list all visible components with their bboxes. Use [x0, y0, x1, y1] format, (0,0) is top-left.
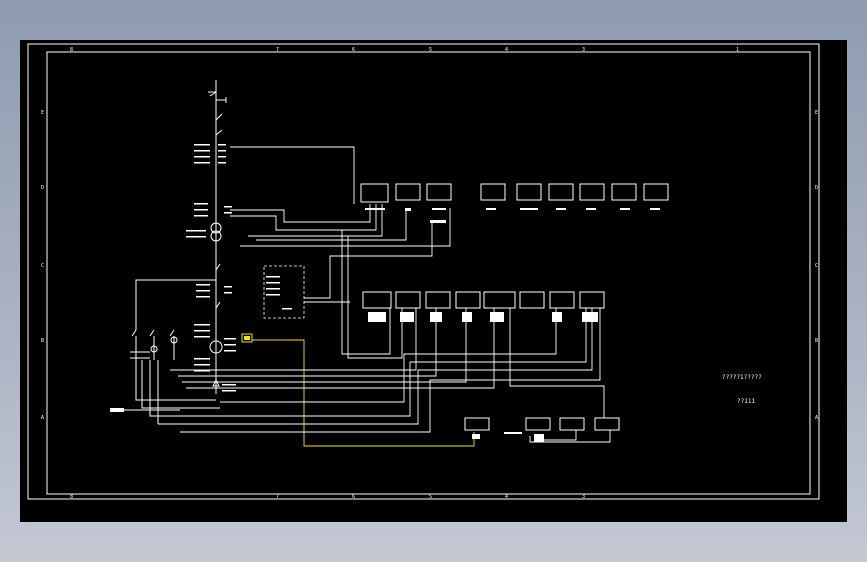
device-row-2-pins: [368, 312, 598, 322]
zone-label-bottom-6: 6: [352, 494, 355, 500]
outer-frame: [27, 43, 820, 500]
zone-label-top-5: 5: [429, 47, 432, 53]
wiring: [158, 146, 611, 443]
device-row-3-pins: [472, 432, 544, 442]
device-row-3: [464, 417, 620, 431]
inner-frame: [46, 51, 811, 495]
left-row-labels: E D C B A: [41, 110, 44, 421]
zone-label-bottom-4: 4: [505, 494, 508, 500]
main-bus: [208, 80, 227, 394]
row-label-left-C: C: [41, 263, 44, 269]
row-label-left-E: E: [41, 110, 44, 116]
row-label-left-B: B: [41, 338, 44, 344]
zone-label-top-3: 3: [582, 47, 585, 53]
row-label-right-A: A: [815, 415, 818, 421]
device-row-1: [360, 183, 669, 203]
zone-label-top-1: 1: [736, 47, 739, 53]
schematic-drawing: 8 7 6 5 4 3 1 8 7 6 5 4 3 E D C B A E D …: [27, 43, 820, 500]
dashed-box-terminals: [266, 276, 292, 310]
drawing-canvas[interactable]: 8 7 6 5 4 3 1 8 7 6 5 4 3 E D C B A E D …: [20, 40, 847, 522]
zone-label-bottom-8: 8: [70, 494, 73, 500]
device-row-2: [362, 291, 605, 309]
zone-label-top-4: 4: [505, 47, 508, 53]
row-label-left-A: A: [41, 415, 44, 421]
bottom-zone-labels: 8 7 6 5 4 3: [70, 494, 585, 500]
row-label-right-B: B: [815, 338, 818, 344]
right-row-labels: E D C B A: [815, 110, 818, 421]
row-label-right-C: C: [815, 263, 818, 269]
zone-label-bottom-3: 3: [582, 494, 585, 500]
row-label-left-D: D: [41, 185, 44, 191]
zone-label-top-7: 7: [276, 47, 279, 53]
zone-label-bottom-7: 7: [276, 494, 279, 500]
zone-label-top-6: 6: [352, 47, 355, 53]
bus-terminal-blocks: [110, 144, 236, 412]
left-branches: [124, 279, 260, 424]
dashed-group-box: [263, 265, 305, 319]
note-1: ?????1?????: [722, 374, 762, 381]
zone-label-bottom-5: 5: [429, 494, 432, 500]
note-2: ??111: [737, 398, 755, 405]
top-zone-labels: 8 7 6 5 4 3 1: [70, 47, 739, 53]
row-label-right-D: D: [815, 185, 818, 191]
row-label-right-E: E: [815, 110, 818, 116]
zone-label-top-8: 8: [70, 47, 73, 53]
yellow-current-transformer: [241, 333, 475, 447]
device-row-1-pins: [365, 208, 660, 223]
